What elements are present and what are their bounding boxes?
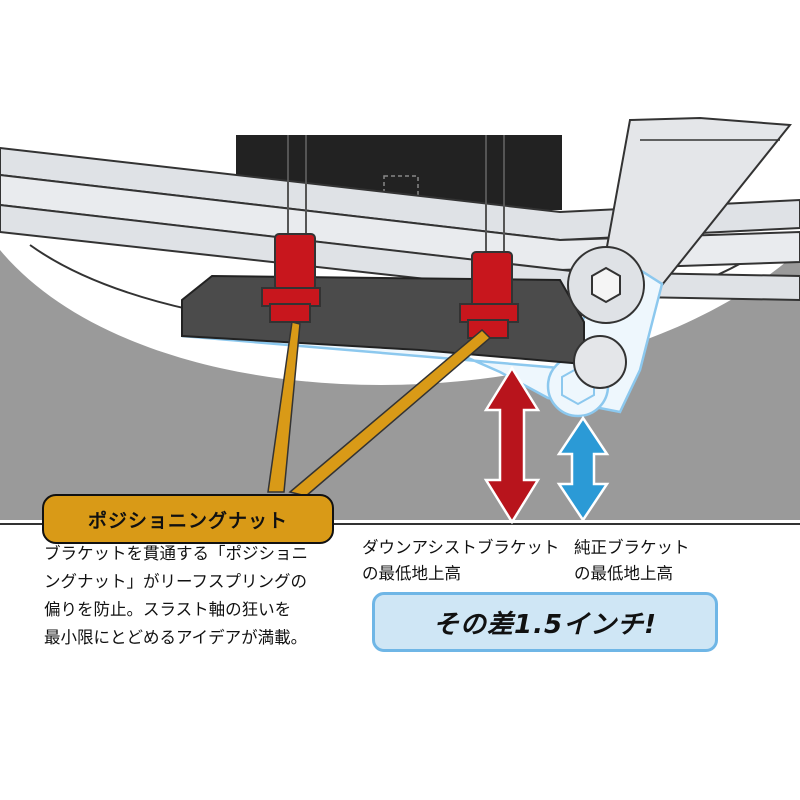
caption-line: ダウンアシストブラケット: [362, 538, 560, 557]
blue-clearance-arrow: [556, 415, 610, 523]
caption-line: の最低地上高: [362, 564, 461, 583]
down-assist-caption: ダウンアシストブラケット の最低地上高: [362, 535, 559, 587]
positioning-nut-label: ポジショニングナット: [42, 494, 334, 544]
red-clearance-arrow: [483, 365, 541, 525]
description-line: 偏りを防止。スラスト軸の狂いを: [44, 600, 292, 619]
leaf-spring-top: [0, 146, 800, 242]
description-line: ブラケットを貫通する「ポジショニ: [44, 544, 308, 563]
positioning-nut-left: [261, 233, 321, 323]
description-line: ングナット」がリーフスプリングの: [44, 572, 308, 591]
callout-pointer: [267, 321, 301, 493]
leaf-spring-mid: [0, 173, 800, 272]
positioning-nut-description: ブラケットを貫通する「ポジショニ ングナット」がリーフスプリングの 偏りを防止。…: [44, 540, 374, 652]
caption-line: 純正ブラケット: [574, 538, 690, 557]
caption-line: の最低地上高: [574, 564, 673, 583]
shackle-eye: [573, 335, 627, 389]
description-line: 最小限にとどめるアイデアが満載。: [44, 628, 308, 647]
stock-bracket-caption: 純正ブラケット の最低地上高: [574, 535, 690, 587]
difference-callout: その差1.5インチ!: [372, 592, 718, 652]
